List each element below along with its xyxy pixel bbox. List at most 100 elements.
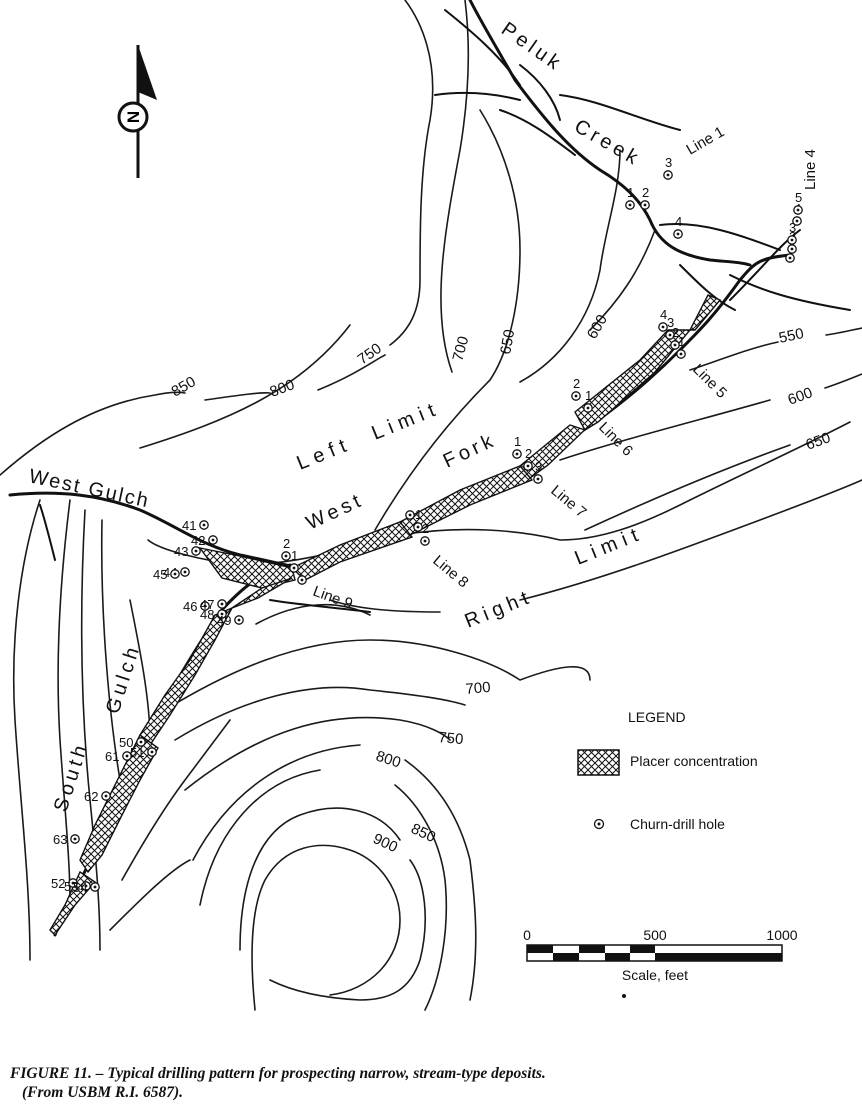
- drill-hole-label: 43: [174, 544, 188, 559]
- scale-tick-0: 0: [523, 927, 531, 943]
- placer-zone: [198, 546, 296, 589]
- drill-hole-label: 61: [105, 749, 119, 764]
- drill-hole: [405, 510, 415, 520]
- drill-hole: 50: [119, 735, 146, 750]
- contour-line: [589, 229, 656, 331]
- placer-zone: [688, 294, 722, 331]
- contour-line: [192, 744, 361, 861]
- drill-hole: 54: [73, 880, 100, 895]
- drill-hole: 4: [658, 307, 668, 332]
- legend-hole-label: Churn-drill hole: [630, 816, 725, 832]
- churn-drill-holes: 1234123454321211231221414243444546474849…: [51, 155, 803, 895]
- contour-line: [121, 719, 231, 881]
- drill-hole: 53: [64, 879, 91, 894]
- drill-hole: 2: [670, 325, 680, 350]
- contour-line: [251, 844, 401, 1011]
- contour-line: [255, 603, 371, 625]
- tributary: [729, 274, 851, 311]
- drill-hole-label: 53: [64, 879, 78, 894]
- drill-hole-label: 42: [191, 533, 205, 548]
- contour-line: [404, 759, 477, 1001]
- drill-hole: 43: [174, 544, 201, 559]
- drill-hole: 61: [105, 749, 132, 764]
- drill-hole-label: 46: [183, 599, 197, 614]
- drill-hole-label: 1: [678, 334, 685, 349]
- north-arrow-icon: N: [117, 45, 157, 178]
- drill-hole: 63: [53, 832, 80, 847]
- drill-hole: 3: [663, 155, 673, 180]
- contour-line: [394, 784, 448, 1011]
- drill-hole: 4: [673, 214, 683, 239]
- drill-hole-label: 2: [422, 521, 429, 536]
- drill-hole: 48: [200, 607, 227, 622]
- contour-line: [440, 0, 470, 373]
- contour-label: 850: [169, 373, 199, 400]
- contour-line: [184, 716, 451, 791]
- drill-hole: 3: [533, 459, 543, 484]
- contour-line: [559, 399, 771, 461]
- drill-hole: 5: [793, 190, 803, 215]
- line-1-label: Line 1: [684, 123, 728, 158]
- scale-label: Scale, feet: [622, 967, 688, 983]
- drill-hole: 52: [51, 876, 78, 891]
- drill-hole: 51: [130, 745, 157, 760]
- tributary: [679, 264, 736, 311]
- contour-label: 800: [374, 748, 403, 772]
- contour-line: [269, 859, 426, 1001]
- placer-zone: [139, 606, 234, 747]
- placer-drilling-map: N: [0, 0, 862, 1011]
- scale-tick-1000: 1000: [766, 927, 797, 943]
- north-label: N: [124, 111, 143, 123]
- drill-hole-label: 3: [789, 220, 796, 235]
- hole-symbol-icon: [593, 818, 605, 830]
- contour-line: [0, 391, 186, 476]
- west-gulch-label: West Gulch: [27, 465, 152, 512]
- contour-label: 600: [584, 312, 611, 342]
- contour-line: [584, 444, 791, 531]
- drill-hole: 42: [191, 533, 218, 548]
- line-4-label: Line 4: [802, 149, 819, 190]
- drill-hole-label: 3: [665, 155, 672, 170]
- placer-zone: [79, 733, 159, 874]
- caption-line-1: FIGURE 11. – Typical drilling pattern fo…: [10, 1065, 546, 1082]
- drill-hole-label: 45: [153, 567, 167, 582]
- contour-line: [389, 0, 434, 346]
- drill-hole: 49: [217, 613, 244, 628]
- contour-line: [12, 499, 41, 961]
- tributary: [444, 9, 521, 86]
- contour-line: [519, 149, 621, 383]
- tributary: [559, 94, 681, 131]
- drill-hole: 2: [420, 521, 430, 546]
- line-7-label: Line 7: [547, 482, 589, 521]
- drill-hole-label: 3: [667, 315, 674, 330]
- line-5-label: Line 5: [689, 361, 730, 402]
- drill-hole: 46: [183, 599, 210, 614]
- contour-line: [174, 686, 466, 741]
- drill-hole: 2: [640, 185, 650, 210]
- drill-hole-label: 4: [675, 214, 682, 229]
- drill-hole-label: 52: [51, 876, 65, 891]
- drill-hole-label: 54: [73, 880, 87, 895]
- contour-line: [824, 373, 862, 389]
- drill-hole-label: 50: [119, 735, 133, 750]
- drill-hole-label: 1: [415, 507, 422, 522]
- contour-label: 700: [465, 679, 491, 698]
- contour-label: 650: [497, 328, 518, 356]
- drill-hole: 62: [84, 789, 111, 804]
- drill-hole: 47: [200, 597, 227, 612]
- contour-label: 850: [408, 820, 438, 846]
- contour-label: 750: [438, 729, 464, 748]
- contour-label: 550: [777, 325, 805, 347]
- contour-label: 750: [355, 340, 385, 368]
- drill-hole: [297, 575, 307, 585]
- drill-hole-label: 51: [130, 745, 144, 760]
- drill-hole: 2: [523, 446, 533, 471]
- contour-line: [374, 109, 521, 531]
- drill-hole-label: 1: [627, 185, 634, 200]
- drill-hole: 45: [153, 567, 180, 582]
- drill-hole-label: 1: [291, 548, 298, 563]
- drill-hole: 3: [787, 220, 797, 245]
- line-8-label: Line 8: [429, 552, 471, 591]
- drill-hole-label: 1: [585, 388, 592, 403]
- drill-hole-label: 2: [525, 446, 532, 461]
